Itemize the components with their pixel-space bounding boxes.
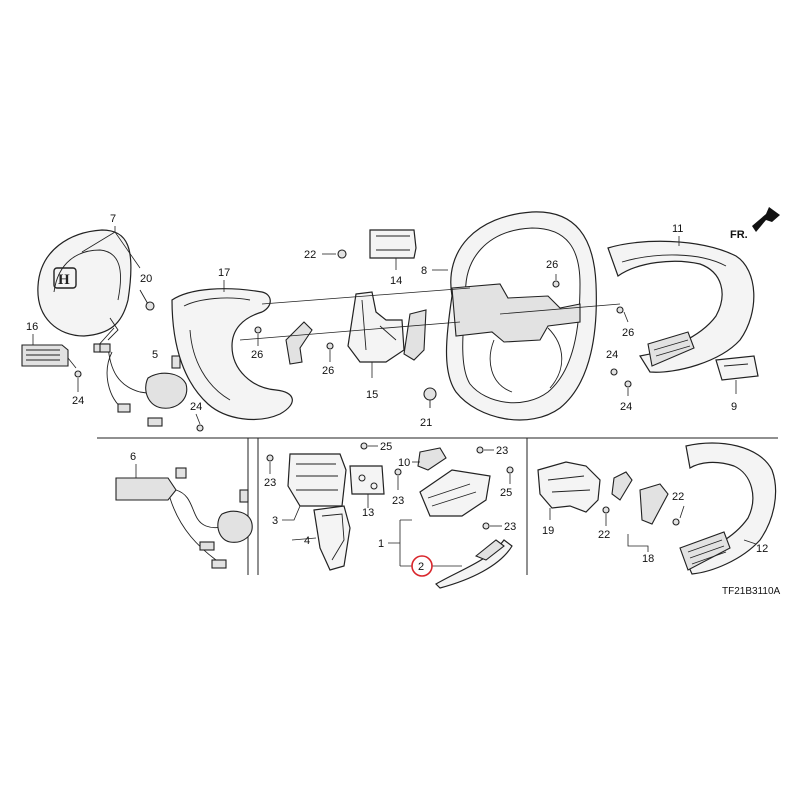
callout-26-cover: 26: [251, 349, 263, 361]
screw-22-top: [337, 249, 347, 259]
highlighted-callout[interactable]: 2: [411, 555, 433, 577]
screw-24-left: [74, 370, 82, 378]
callout-3: 3: [272, 515, 278, 527]
part-frame-15: [347, 291, 427, 378]
screw-22-lower-middle: [602, 506, 610, 514]
bolt-21: [423, 387, 437, 408]
part-airbag-module: H: [37, 229, 132, 353]
part-harness-6: [115, 467, 253, 569]
callout-16: 16: [26, 321, 38, 333]
callout-17: 17: [218, 267, 230, 279]
callout-18: 18: [642, 553, 654, 565]
part-lower-cover-17: [171, 288, 293, 421]
leader-wheel-left: [261, 287, 471, 305]
screw-26-frame: [326, 342, 334, 350]
part-upper-cover-11: [607, 240, 755, 373]
leader-7: [81, 226, 141, 269]
screw-24-harness: [196, 424, 204, 432]
callout-25-left: 25: [380, 441, 392, 453]
callout-23-top-right: 23: [496, 445, 508, 457]
callout-21: 21: [420, 417, 432, 429]
part-steering-wheel-8: [445, 211, 597, 421]
callout-14: 14: [390, 275, 402, 287]
part-switch-assembly-1: [419, 469, 491, 517]
screw-26-cover: [254, 326, 262, 334]
callout-22-right: 22: [672, 491, 684, 503]
part-garnish-2: [435, 539, 513, 589]
callout-15: 15: [366, 389, 378, 401]
part-harness-5: [99, 343, 188, 427]
screw-24-right-lower: [624, 380, 632, 388]
part-clip-9: [715, 355, 759, 394]
part-bracket-14: [369, 229, 417, 270]
screw-23-middle: [394, 468, 402, 476]
leader-24-harness: [195, 413, 201, 425]
callout-12: 12: [756, 543, 768, 555]
callout-11: 11: [672, 223, 683, 235]
callout-24-right-lower: 24: [620, 401, 632, 413]
callout-26-frame: 26: [322, 365, 334, 377]
leader-18: [627, 534, 649, 552]
part-bracket-small: [285, 321, 313, 365]
leader-12: [743, 539, 757, 545]
screw-25-right: [506, 466, 514, 474]
callout-8: 8: [421, 265, 427, 277]
part-lower-cover-12: [679, 442, 777, 575]
part-trim-19: [537, 461, 601, 520]
leader-wheel-right: [499, 303, 621, 315]
callout-13: 13: [362, 507, 374, 519]
callout-25-right: 25: [500, 487, 512, 499]
screw-23-left: [266, 454, 274, 462]
callout-22-top: 22: [304, 249, 316, 261]
callout-7: 7: [110, 213, 116, 225]
screw-23-lower-right: [482, 522, 490, 530]
leader-22-right: [679, 505, 685, 519]
callout-23-middle: 23: [392, 495, 404, 507]
callout-24-right-upper: 24: [606, 349, 618, 361]
bolt-20: [139, 289, 155, 311]
leader-3: [282, 505, 301, 521]
callout-5: 5: [152, 349, 158, 361]
callout-24-harness: 24: [190, 401, 202, 413]
screw-26-wheel: [552, 280, 560, 288]
part-bracket-18: [611, 471, 669, 525]
callout-1: 1: [378, 538, 384, 550]
callout-4: 4: [304, 535, 310, 547]
part-switch-10: [417, 447, 447, 471]
screw-24-right-upper: [610, 368, 618, 376]
callout-23-lower-right: 23: [504, 521, 516, 533]
callout-26-right: 26: [622, 327, 634, 339]
callout-22-lower-middle: 22: [598, 529, 610, 541]
part-bracket-13: [349, 465, 385, 508]
callout-9: 9: [731, 401, 737, 413]
screw-26-right: [616, 306, 624, 314]
callout-24-left: 24: [72, 395, 84, 407]
leader-wheel-lower: [239, 321, 461, 341]
front-direction-marker: FR.: [730, 207, 780, 241]
front-arrow-icon: [752, 207, 780, 232]
callout-26-wheel: 26: [546, 259, 558, 271]
callout-20: 20: [140, 273, 152, 285]
part-switch-16: [21, 344, 77, 369]
leader-4: [291, 537, 317, 541]
callout-23-left: 23: [264, 477, 276, 489]
front-marker-label: FR.: [730, 229, 748, 241]
leader-26-right: [623, 311, 629, 323]
callout-2: 2: [418, 561, 424, 573]
screw-25-left: [360, 442, 368, 450]
callout-10: 10: [398, 457, 410, 469]
honda-logo-icon: H: [58, 272, 70, 288]
part-cover-4: [313, 505, 351, 571]
leader-1: [388, 519, 412, 567]
screw-22-right: [672, 518, 680, 526]
highlight-ring-icon: [411, 555, 433, 577]
screw-23-top-right: [476, 446, 484, 454]
part-switch-housing-3: [287, 453, 347, 507]
drawing-code: TF21B3110A: [722, 586, 781, 597]
callout-19: 19: [542, 525, 554, 537]
callout-6: 6: [130, 451, 136, 463]
